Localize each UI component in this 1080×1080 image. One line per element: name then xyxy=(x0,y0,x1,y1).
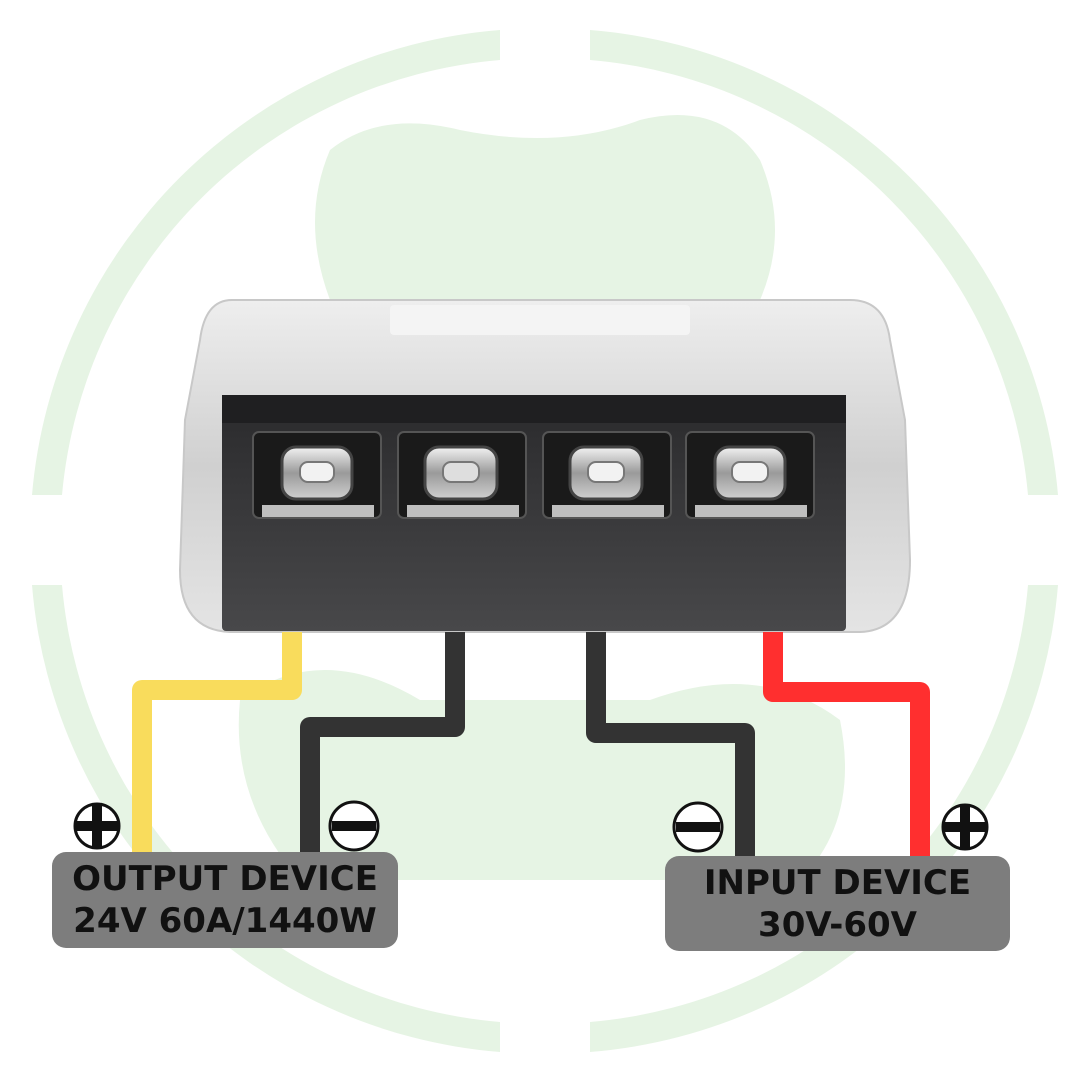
housing-top-highlight xyxy=(390,305,690,335)
terminal-block xyxy=(222,395,846,631)
screw-terminal-1[interactable] xyxy=(252,431,382,519)
screw-terminal-3[interactable] xyxy=(542,431,672,519)
input-positive-wire xyxy=(763,632,930,858)
minus-circle-icon xyxy=(672,801,724,853)
output-device-label: OUTPUT DEVICE 24V 60A/1440W xyxy=(52,852,398,948)
input-negative-wire xyxy=(586,632,755,858)
output-device-title: OUTPUT DEVICE xyxy=(72,859,378,899)
plus-circle-icon xyxy=(73,802,121,850)
screw-terminal-2[interactable] xyxy=(397,431,527,519)
input-device-title: INPUT DEVICE xyxy=(703,862,972,903)
screw-terminal-4[interactable] xyxy=(685,431,815,519)
input-device-label: INPUT DEVICE 30V-60V xyxy=(665,856,1010,951)
minus-circle-icon xyxy=(328,800,380,852)
plus-circle-icon xyxy=(941,803,989,851)
output-positive-wire xyxy=(132,632,302,858)
input-device-range: 30V-60V xyxy=(758,904,917,945)
output-negative-wire xyxy=(300,632,465,858)
output-device-rating: 24V 60A/1440W xyxy=(73,901,377,941)
